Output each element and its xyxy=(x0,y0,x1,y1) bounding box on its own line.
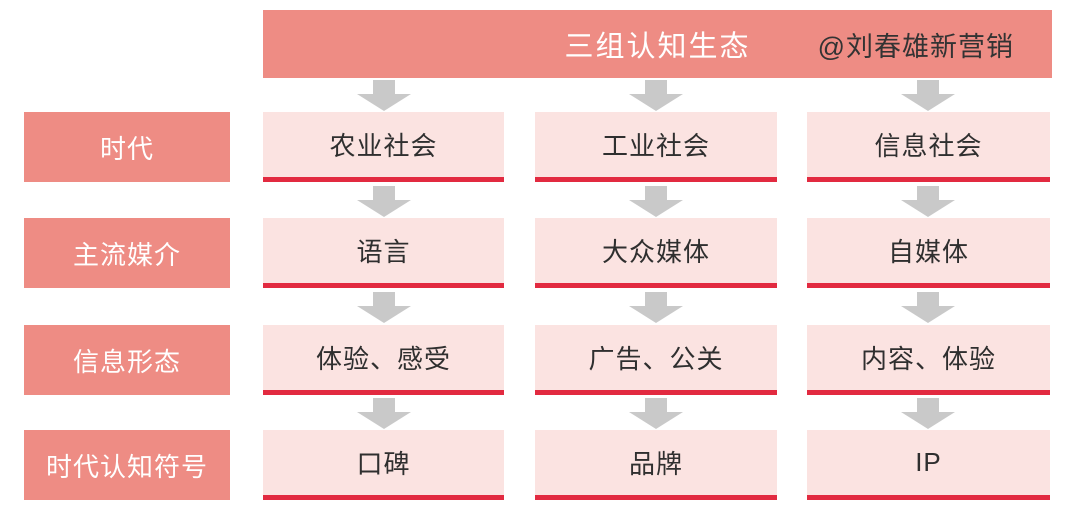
cell-era-agricultural: 农业社会 xyxy=(263,112,504,182)
down-arrow-icon xyxy=(629,398,683,429)
cell-era-industrial: 工业社会 xyxy=(535,112,777,182)
down-arrow-icon xyxy=(901,398,955,429)
cell-symbol-brand: 品牌 xyxy=(535,430,777,500)
cell-era-information: 信息社会 xyxy=(807,112,1050,182)
down-arrow-icon xyxy=(357,186,411,217)
down-arrow-icon xyxy=(629,186,683,217)
down-arrow-icon xyxy=(901,292,955,323)
down-arrow-icon xyxy=(901,80,955,111)
cell-symbol-word-of-mouth: 口碑 xyxy=(263,430,504,500)
down-arrow-icon xyxy=(357,398,411,429)
down-arrow-icon xyxy=(629,292,683,323)
author-credit: @刘春雄新营销 xyxy=(817,31,1014,62)
header-bar: 三组认知生态 @刘春雄新营销 xyxy=(263,10,1052,78)
down-arrow-icon xyxy=(629,80,683,111)
cell-info-ad-pr: 广告、公关 xyxy=(535,325,777,395)
row-label-symbol: 时代认知符号 xyxy=(24,430,230,500)
row-label-info-form: 信息形态 xyxy=(24,325,230,395)
cell-info-content-experience: 内容、体验 xyxy=(807,325,1050,395)
cell-medium-self-media: 自媒体 xyxy=(807,218,1050,288)
row-label-era: 时代 xyxy=(24,112,230,182)
row-label-medium: 主流媒介 xyxy=(24,218,230,288)
cell-info-experience-feeling: 体验、感受 xyxy=(263,325,504,395)
down-arrow-icon xyxy=(901,186,955,217)
cell-medium-language: 语言 xyxy=(263,218,504,288)
down-arrow-icon xyxy=(357,80,411,111)
cell-medium-mass-media: 大众媒体 xyxy=(535,218,777,288)
diagram-title: 三组认知生态 xyxy=(564,31,751,63)
cell-symbol-ip: IP xyxy=(807,430,1050,500)
down-arrow-icon xyxy=(357,292,411,323)
